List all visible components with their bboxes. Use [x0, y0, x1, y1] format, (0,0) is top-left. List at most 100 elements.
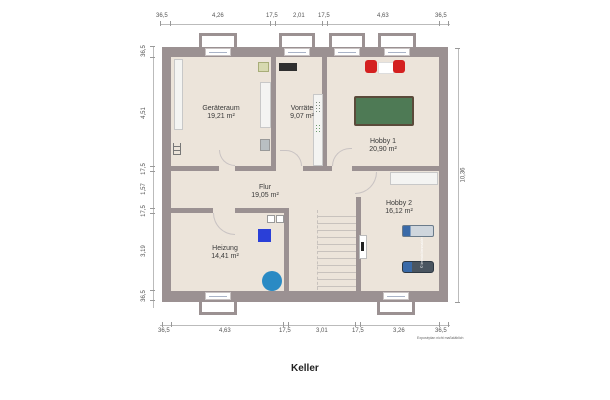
room-name: Hobby 1: [369, 138, 397, 145]
billiard-table-icon: [354, 96, 414, 126]
dim-left-2: 17,5: [140, 163, 147, 175]
dim-left-0: 36,5: [140, 45, 147, 57]
window-well: [329, 33, 365, 49]
dim-top-3: 2,01: [293, 13, 305, 19]
ladder-icon: [173, 143, 181, 155]
room-area: 19,05 m²: [251, 192, 279, 199]
window-well: [199, 33, 237, 49]
window: [334, 48, 360, 56]
dim-bottom-6: 36,5: [435, 328, 447, 334]
dim-top-2: 17,5: [266, 13, 278, 19]
dim-tick: [150, 300, 155, 301]
dim-left-4: 17,5: [140, 205, 147, 217]
sideboard: [390, 172, 438, 185]
room-area: 20,90 m²: [369, 146, 397, 153]
dim-tick: [283, 322, 284, 327]
interior-wall: [356, 197, 361, 292]
room-name: Flur: [258, 184, 272, 191]
dim-tick: [162, 322, 163, 327]
dim-top-1: 4,26: [212, 13, 224, 19]
dim-tick: [150, 213, 155, 214]
dim-tick: [439, 322, 440, 327]
dim-top-5: 4,63: [377, 13, 389, 19]
watermark: © Immobilienmakler: [420, 237, 424, 268]
top-dimension-line: [160, 24, 450, 25]
room-geraeteraum: Geräteraum 19,21 m²: [196, 105, 246, 121]
tv-icon: [359, 235, 367, 259]
dim-tick: [171, 322, 172, 327]
floor-title: Keller: [291, 363, 319, 374]
dim-tick: [327, 21, 328, 26]
boiler-tank-icon: [262, 271, 282, 291]
dim-tick: [150, 171, 155, 172]
dim-bottom-5: 3,26: [393, 328, 405, 334]
staircase[interactable]: [317, 210, 356, 290]
interior-wall: [271, 57, 276, 170]
interior-wall: [235, 208, 288, 213]
dim-tick: [455, 48, 460, 49]
dim-tick: [355, 322, 356, 327]
dim-top-4: 17,5: [318, 13, 330, 19]
jar-icon: [315, 101, 321, 113]
dim-bottom-4: 17,5: [352, 328, 364, 334]
window-well: [279, 33, 315, 49]
dim-tick: [150, 208, 155, 209]
interior-wall: [171, 166, 219, 171]
dim-right-0: 10,36: [460, 167, 467, 183]
dim-bottom-1: 4,63: [219, 328, 231, 334]
side-table-icon: [378, 62, 394, 74]
window-well: [377, 299, 415, 315]
plant-icon: [258, 62, 269, 72]
dim-tick: [150, 46, 155, 47]
dim-tick: [160, 21, 161, 26]
dim-tick: [455, 302, 460, 303]
interior-wall: [352, 166, 439, 171]
shelf: [174, 59, 183, 130]
scale-note: Exposéplan nicht maßstäblich: [417, 336, 464, 340]
window: [205, 48, 231, 56]
dim-tick: [150, 166, 155, 167]
dim-tick: [275, 21, 276, 26]
dim-tick: [270, 21, 271, 26]
wine-rack-icon: [279, 63, 297, 71]
room-area: 14,41 m²: [211, 253, 239, 260]
meter-icon: [276, 215, 284, 223]
rowing-machine-icon: [402, 261, 434, 273]
window-well: [199, 299, 237, 315]
dim-tick: [448, 21, 449, 26]
room-name: Vorräte: [290, 105, 314, 112]
room-vorraete: Vorräte 9,07 m²: [282, 105, 322, 121]
window: [383, 292, 409, 300]
room-name: Hobby 2: [385, 200, 413, 207]
window: [384, 48, 410, 56]
shelf: [260, 82, 271, 128]
left-dimension-line: [153, 46, 154, 308]
room-hobby1: Hobby 1 20,90 m²: [358, 138, 408, 154]
room-area: 19,21 m²: [207, 113, 235, 120]
dim-top-0: 36,5: [156, 13, 168, 19]
dim-left-3: 1,57: [140, 183, 147, 195]
dim-bottom-2: 17,5: [279, 328, 291, 334]
dim-tick: [439, 21, 440, 26]
weight-bench-icon: [402, 225, 434, 237]
room-name: Geräteraum: [202, 105, 240, 112]
sink-icon: [260, 139, 270, 151]
interior-wall: [235, 166, 276, 171]
jar-icon: [315, 124, 321, 132]
heater-icon: [258, 229, 271, 242]
room-name: Heizung: [212, 245, 238, 252]
interior-wall: [284, 208, 289, 292]
armchair-icon: [393, 60, 405, 73]
window: [284, 48, 310, 56]
right-dimension-line: [458, 48, 459, 302]
meter-icon: [267, 215, 275, 223]
dim-left-1: 4,51: [140, 107, 147, 119]
room-hobby2: Hobby 2 16,12 m²: [374, 200, 424, 216]
dim-tick: [448, 322, 449, 327]
dim-tick: [150, 57, 155, 58]
dim-tick: [288, 322, 289, 327]
dim-top-6: 36,5: [435, 13, 447, 19]
dim-bottom-3: 3,01: [316, 328, 328, 334]
room-area: 9,07 m²: [290, 113, 314, 120]
window: [205, 292, 231, 300]
